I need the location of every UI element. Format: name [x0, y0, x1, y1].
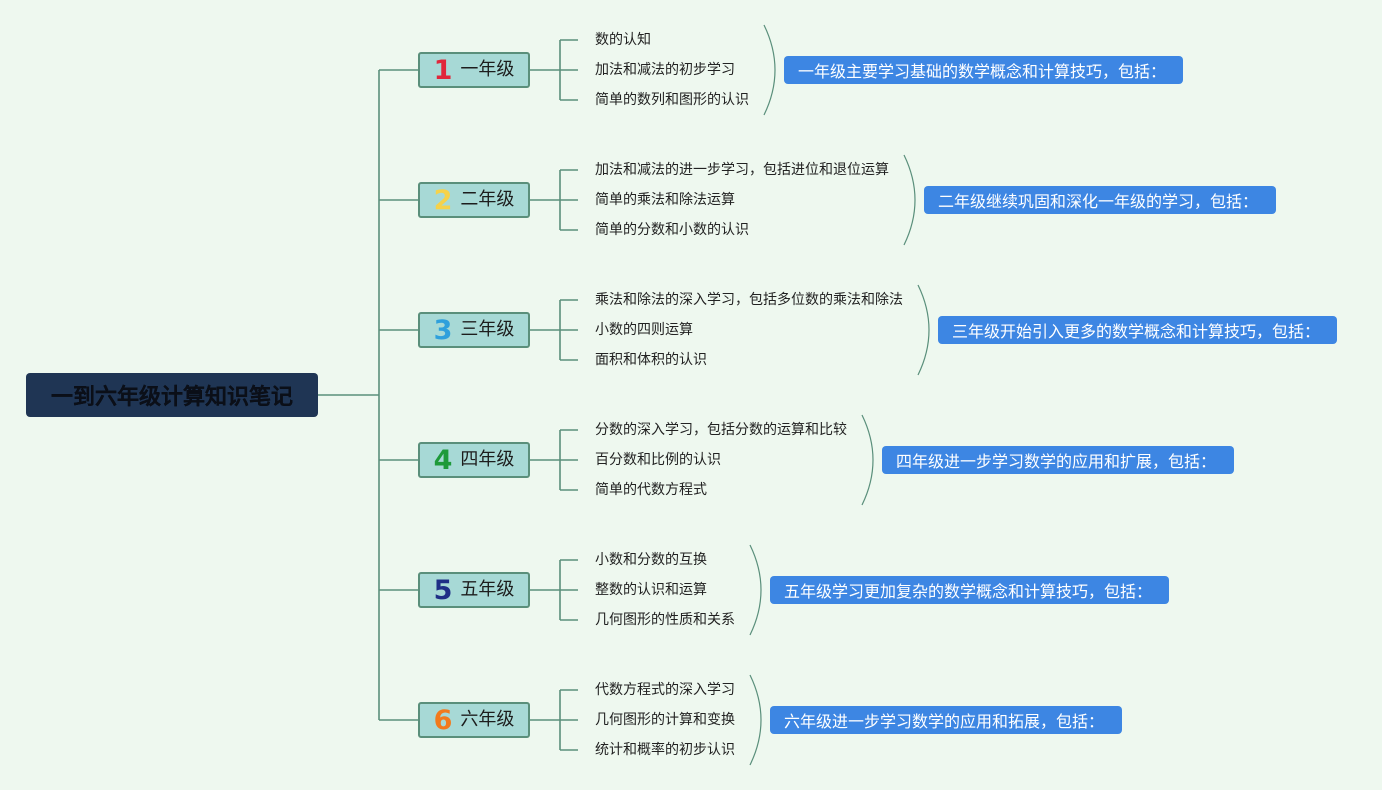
grade-label-1: 一年级	[460, 59, 515, 80]
grade-node-3[interactable]: 3 三年级	[418, 312, 530, 348]
grade-number-1: 1	[433, 54, 453, 86]
grade-node-2[interactable]: 2 二年级	[418, 182, 530, 218]
grade-3-item-2[interactable]: 小数的四则运算	[595, 322, 693, 338]
grade-label-2: 二年级	[460, 189, 515, 210]
grade-node-4[interactable]: 4 四年级	[418, 442, 530, 478]
grade-3-summary-bracket	[917, 284, 930, 376]
grade-2-item-1[interactable]: 加法和减法的进一步学习，包括进位和退位运算	[595, 162, 889, 178]
grade-3-summary[interactable]: 三年级开始引入更多的数学概念和计算技巧，包括：	[938, 316, 1337, 344]
grade-number-3: 3	[433, 314, 453, 346]
grade-6-item-3[interactable]: 统计和概率的初步认识	[595, 742, 735, 758]
grade-6-summary-bracket	[749, 674, 762, 766]
grade-4-item-2[interactable]: 百分数和比例的认识	[595, 452, 721, 468]
grade-4-item-1[interactable]: 分数的深入学习，包括分数的运算和比较	[595, 422, 847, 438]
grade-4-summary-bracket	[861, 414, 874, 506]
grade-node-5[interactable]: 5 五年级	[418, 572, 530, 608]
grade-2-item-3[interactable]: 简单的分数和小数的认识	[595, 222, 749, 238]
grade-5-summary-bracket	[749, 544, 762, 636]
grade-4-item-3[interactable]: 简单的代数方程式	[595, 482, 707, 498]
grade-5-summary[interactable]: 五年级学习更加复杂的数学概念和计算技巧，包括：	[770, 576, 1169, 604]
grade-number-2: 2	[433, 184, 453, 216]
grade-1-item-2[interactable]: 加法和减法的初步学习	[595, 62, 735, 78]
grade-label-3: 三年级	[460, 319, 515, 340]
grade-label-4: 四年级	[460, 449, 515, 470]
grade-3-item-3[interactable]: 面积和体积的认识	[595, 352, 707, 368]
grade-label-6: 六年级	[460, 709, 515, 730]
grade-5-item-2[interactable]: 整数的认识和运算	[595, 582, 707, 598]
grade-6-item-2[interactable]: 几何图形的计算和变换	[595, 712, 735, 728]
grade-1-summary[interactable]: 一年级主要学习基础的数学概念和计算技巧，包括：	[784, 56, 1183, 84]
grade-5-item-1[interactable]: 小数和分数的互换	[595, 552, 707, 568]
root-topic[interactable]: 一到六年级计算知识笔记	[26, 373, 318, 417]
grade-6-summary[interactable]: 六年级进一步学习数学的应用和拓展，包括：	[770, 706, 1122, 734]
grade-1-item-3[interactable]: 简单的数列和图形的认识	[595, 92, 749, 108]
grade-2-item-2[interactable]: 简单的乘法和除法运算	[595, 192, 735, 208]
grade-number-5: 5	[433, 574, 453, 606]
grade-1-summary-bracket	[763, 24, 776, 116]
grade-2-summary-bracket	[903, 154, 916, 246]
grade-label-5: 五年级	[460, 579, 515, 600]
grade-node-6[interactable]: 6 六年级	[418, 702, 530, 738]
grade-number-6: 6	[433, 704, 453, 736]
root-title: 一到六年级计算知识笔记	[50, 385, 293, 410]
grade-5-item-3[interactable]: 几何图形的性质和关系	[595, 612, 735, 628]
grade-4-summary[interactable]: 四年级进一步学习数学的应用和扩展，包括：	[882, 446, 1234, 474]
grade-6-item-1[interactable]: 代数方程式的深入学习	[595, 682, 735, 698]
grade-number-4: 4	[433, 444, 453, 476]
grade-node-1[interactable]: 1 一年级	[418, 52, 530, 88]
grade-1-item-1[interactable]: 数的认知	[595, 32, 651, 48]
grade-3-item-1[interactable]: 乘法和除法的深入学习，包括多位数的乘法和除法	[595, 292, 903, 308]
grade-2-summary[interactable]: 二年级继续巩固和深化一年级的学习，包括：	[924, 186, 1276, 214]
